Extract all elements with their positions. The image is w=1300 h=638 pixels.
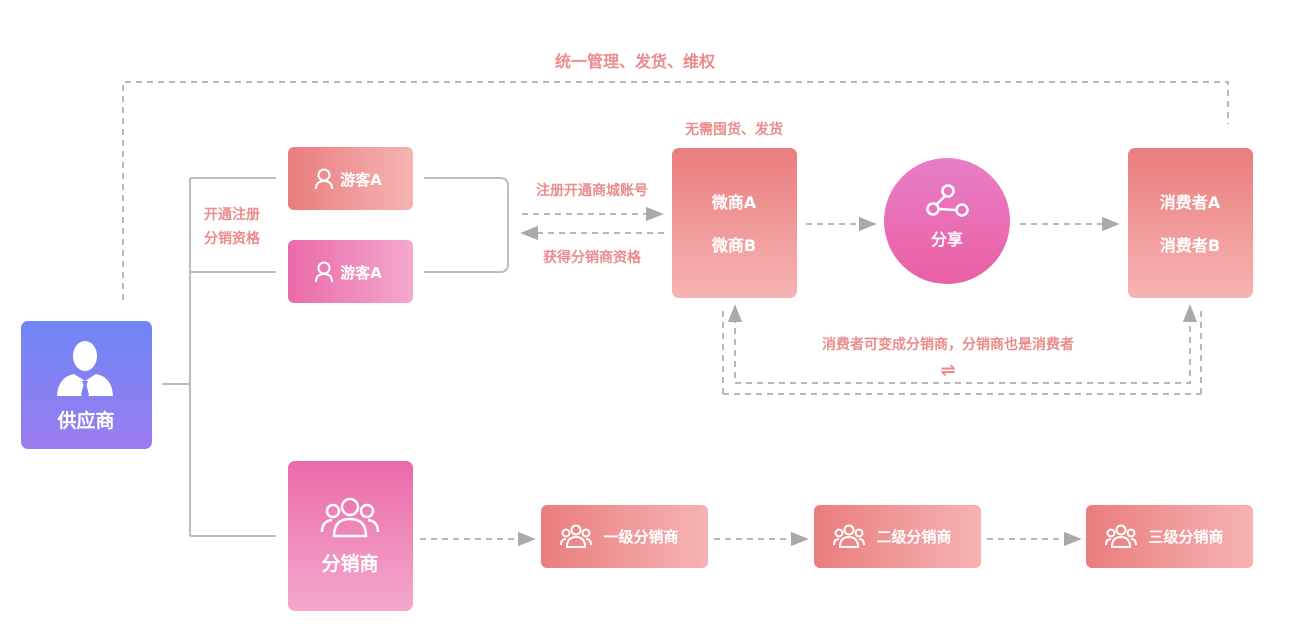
user-outline-icon	[315, 168, 333, 190]
micro-merchant-node[interactable]: 微商A 微商B	[672, 148, 797, 298]
management-loop-line	[122, 81, 1229, 300]
micro-merchant-a: 微商A	[711, 193, 757, 212]
users-icon	[320, 497, 380, 538]
open-register-label-2: 分销资格	[204, 230, 261, 247]
level2-label: 二级分销商	[876, 528, 951, 546]
share-icon	[926, 184, 969, 217]
level1-label: 一级分销商	[603, 528, 678, 546]
user-outline-icon	[315, 261, 333, 283]
management-label: 统一管理、发货、维权	[555, 52, 716, 71]
level3-label: 三级分销商	[1148, 528, 1223, 546]
distributor-node[interactable]: 分销商	[288, 461, 413, 611]
visitor-bracket	[424, 177, 509, 273]
consumer-loop-label: 消费者可变成分销商，分销商也是消费者	[822, 336, 1074, 353]
register-mall-label: 注册开通商城账号	[536, 182, 648, 199]
exchange-icon: ⇌	[940, 360, 955, 381]
open-register-label-1: 开通注册	[204, 206, 260, 223]
visitor-a-node-1[interactable]: 游客A	[288, 147, 413, 210]
micro-merchant-b: 微商B	[711, 236, 756, 255]
distributor-label: 分销商	[321, 552, 378, 575]
level2-distributor-node[interactable]: 二级分销商	[814, 505, 981, 568]
supplier-node[interactable]: 供应商	[21, 321, 152, 449]
visitor-a-node-2[interactable]: 游客A	[288, 240, 413, 303]
consumer-a: 消费者A	[1160, 193, 1221, 212]
supplier-connector	[162, 177, 276, 537]
users-icon	[1105, 524, 1137, 548]
consumers-node[interactable]: 消费者A 消费者B	[1128, 148, 1253, 298]
consumer-loop-inner	[727, 304, 1198, 384]
supplier-label: 供应商	[56, 409, 114, 432]
user-tie-icon	[57, 341, 113, 398]
consumer-loop-sides	[722, 306, 1202, 394]
level1-distributor-node[interactable]: 一级分销商	[541, 505, 708, 568]
share-node[interactable]: 分享	[884, 158, 1010, 284]
visitor-a-label-1: 游客A	[340, 171, 382, 189]
users-icon	[560, 524, 592, 548]
users-icon	[833, 524, 865, 548]
visitor-a-label-2: 游客A	[340, 264, 382, 282]
consumer-b: 消费者B	[1160, 236, 1220, 255]
share-label: 分享	[931, 230, 963, 249]
level3-distributor-node[interactable]: 三级分销商	[1086, 505, 1253, 568]
no-stock-label: 无需囤货、发货	[684, 121, 783, 138]
get-distributor-label: 获得分销商资格	[543, 249, 642, 266]
